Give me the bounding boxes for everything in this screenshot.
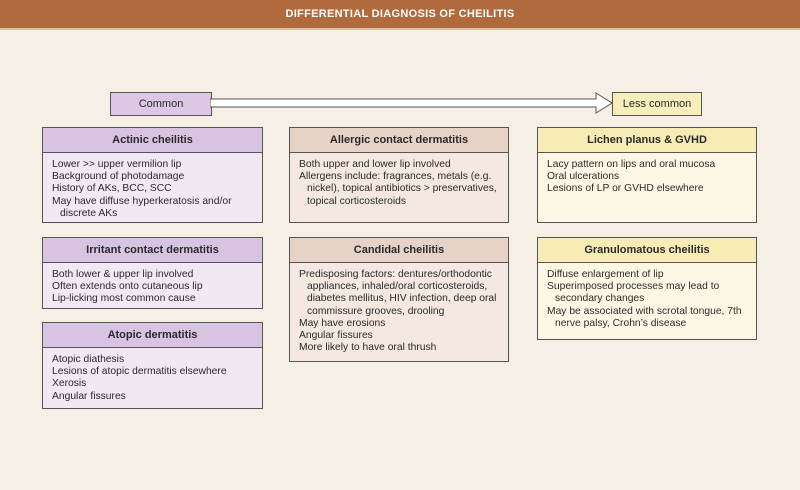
card-atopic-dermatitis: Atopic dermatitis Atopic diathesis Lesio… xyxy=(42,322,263,409)
card-feature: Oral ulcerations xyxy=(547,171,620,183)
card-irritant-contact-dermatitis: Irritant contact dermatitis Both lower &… xyxy=(42,237,263,309)
card-title: Irritant contact dermatitis xyxy=(43,238,262,263)
scale-common-label: Common xyxy=(138,98,184,110)
card-feature: Allergens include: fragrances, metals (e… xyxy=(299,171,497,207)
card-feature-list: Both lower & upper lip involved Often ex… xyxy=(43,263,262,312)
card-feature-list: Lacy pattern on lips and oral mucosa Ora… xyxy=(538,153,756,202)
card-feature: May have diffuse hyperkeratosis and/or d… xyxy=(52,195,232,219)
card-feature: Both upper and lower lip involved xyxy=(299,159,451,170)
card-feature: Xerosis xyxy=(52,378,87,390)
card-feature-list: Diffuse enlargement of lip Superimposed … xyxy=(538,263,756,336)
card-feature: Atopic diathesis xyxy=(52,354,125,365)
card-feature: Both lower & upper lip involved xyxy=(52,269,194,280)
card-title: Actinic cheilitis xyxy=(43,128,262,153)
card-title: Lichen planus & GVHD xyxy=(538,128,756,153)
card-feature: May have erosions xyxy=(299,317,386,329)
card-title: Atopic dermatitis xyxy=(43,323,262,348)
card-feature: History of AKs, BCC, SCC xyxy=(52,183,172,195)
card-candidal-cheilitis: Candidal cheilitis Predisposing factors:… xyxy=(289,237,509,362)
card-feature-list: Atopic diathesis Lesions of atopic derma… xyxy=(43,348,262,409)
card-feature: Background of photodamage xyxy=(52,171,185,183)
scale-less-common-box: Less common xyxy=(612,92,702,116)
frequency-arrow xyxy=(210,92,613,114)
card-feature: Predisposing factors: dentures/orthodont… xyxy=(299,269,497,317)
card-feature: Angular fissures xyxy=(299,330,373,342)
card-actinic-cheilitis: Actinic cheilitis Lower >> upper vermili… xyxy=(42,127,263,223)
header-divider xyxy=(0,28,800,30)
card-feature: Lower >> upper vermilion lip xyxy=(52,159,182,170)
card-feature: Lesions of atopic dermatitis elsewhere xyxy=(52,366,227,378)
figure-header: DIFFERENTIAL DIAGNOSIS OF CHEILITIS xyxy=(0,0,800,28)
card-feature: Superimposed processes may lead to secon… xyxy=(547,281,720,305)
card-feature: May be associated with scrotal tongue, 7… xyxy=(547,305,742,329)
scale-less-common-label: Less common xyxy=(622,98,692,110)
card-granulomatous-cheilitis: Granulomatous cheilitis Diffuse enlargem… xyxy=(537,237,757,340)
card-feature-list: Lower >> upper vermilion lip Background … xyxy=(43,153,262,226)
scale-common-box: Common xyxy=(110,92,212,116)
card-title: Allergic contact dermatitis xyxy=(290,128,508,153)
card-feature: Lesions of LP or GVHD elsewhere xyxy=(547,183,704,195)
card-feature: More likely to have oral thrush xyxy=(299,342,437,354)
card-feature: Often extends onto cutaneous lip xyxy=(52,281,203,293)
card-feature: Lip-licking most common cause xyxy=(52,293,196,305)
card-feature: Lacy pattern on lips and oral mucosa xyxy=(547,159,716,170)
card-feature-list: Both upper and lower lip involved Allerg… xyxy=(290,153,508,214)
card-lichen-planus-gvhd: Lichen planus & GVHD Lacy pattern on lip… xyxy=(537,127,757,223)
card-feature: Angular fissures xyxy=(52,390,126,402)
card-feature-list: Predisposing factors: dentures/orthodont… xyxy=(290,263,508,360)
card-title: Candidal cheilitis xyxy=(290,238,508,263)
card-title: Granulomatous cheilitis xyxy=(538,238,756,263)
card-feature: Diffuse enlargement of lip xyxy=(547,269,664,280)
card-allergic-contact-dermatitis: Allergic contact dermatitis Both upper a… xyxy=(289,127,509,223)
figure-title: DIFFERENTIAL DIAGNOSIS OF CHEILITIS xyxy=(285,8,515,20)
